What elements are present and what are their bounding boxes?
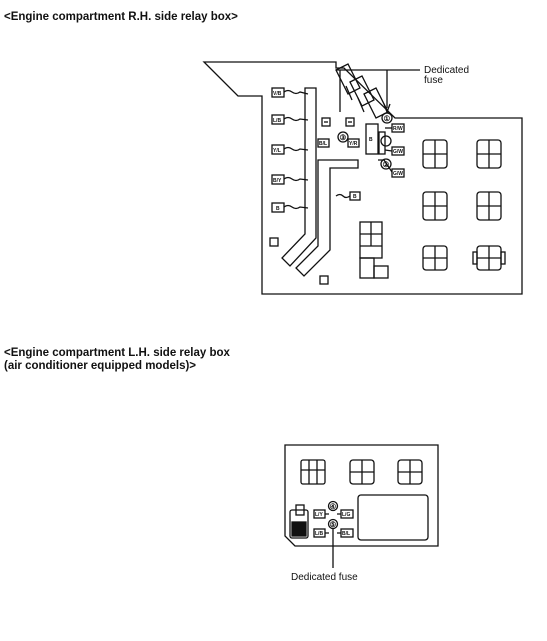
rh-bottom-socket: [319, 275, 329, 285]
lh-relay-3: [397, 459, 423, 485]
rh-wire-label-left-1: V/B: [273, 91, 282, 97]
rh-wire-label-left-2: L/B: [273, 118, 281, 124]
rh-wire-label-left-4: B/Y: [273, 178, 282, 184]
rh-label-box-2: [271, 114, 285, 125]
rh-relay-5: [422, 245, 448, 271]
rh-fuse-number-2: ②: [383, 160, 390, 169]
rh-wire-label-bl: B/L: [319, 141, 327, 147]
rh-wire-label-gw: G/W: [393, 149, 403, 155]
rh-fuse-circle-3: [337, 131, 349, 143]
lh-wire-label-lg: L/G: [342, 512, 350, 518]
lh-wire-label-lt: L/Y: [315, 512, 323, 518]
rh-relay-box-heading: <Engine compartment R.H. side relay box>: [4, 11, 238, 23]
rh-fuse-number-1: ①: [384, 114, 391, 123]
lh-relay-2: [349, 459, 375, 485]
lh-fuse-circle-4: [327, 500, 339, 512]
rh-dedicated-fuse-leader: [336, 69, 420, 114]
rh-relay-2: [476, 139, 502, 169]
rh-fuse-circle-6: [380, 135, 392, 147]
rh-label-box-5: [271, 202, 285, 213]
rh-wire-label-yr: Y/R: [349, 141, 358, 147]
rh-relay-4: [476, 191, 502, 221]
rh-fuse-circle-2: [380, 158, 392, 170]
rh-diagonal-fuse-block: [335, 63, 389, 119]
rh-wire-label-b-small: B: [353, 194, 357, 200]
rh-fuse-socket-2: [345, 117, 355, 127]
lh-relay-1: [300, 459, 326, 485]
rh-wire-label-rw: R/W: [393, 126, 403, 132]
rh-label-box-3: [271, 144, 285, 155]
rh-label-box-gw2: [391, 168, 405, 178]
lh-box-outline: [284, 444, 439, 547]
rh-callout-line-1: Dedicated: [424, 65, 469, 76]
rh-ground-socket: [269, 237, 279, 247]
rh-connector-block: [359, 221, 389, 279]
rh-relay-1: [422, 139, 448, 169]
lh-fuse-number-4: ④: [330, 502, 337, 511]
lh-relay-box-heading-line-1: <Engine compartment L.H. side relay box: [4, 347, 230, 359]
rh-wire-label-b-mid: B: [369, 137, 373, 143]
lh-large-relay: [357, 494, 429, 541]
lh-wire-label-lb: L/B: [315, 531, 323, 537]
lh-callout: Dedicated fuse: [291, 572, 358, 583]
rh-relay-3: [422, 191, 448, 221]
rh-fuse-r-block: [365, 123, 379, 155]
lh-fuse-number-5: ⑤: [330, 520, 337, 529]
rh-wire-label-left-3: Y/L: [273, 148, 281, 154]
lh-relay-box-heading-line-2: (air conditioner equipped models)>: [4, 360, 197, 372]
rh-fuse-socket-1: [321, 117, 331, 127]
rh-fuse-number-3: ③: [340, 133, 347, 142]
rh-box-outline: [202, 61, 523, 295]
rh-wire-label-gw2: G/W: [393, 171, 403, 177]
lh-fuse-block: [289, 504, 309, 539]
rh-harness-channel: [281, 87, 317, 267]
rh-wire-label-left-5: B: [276, 206, 280, 212]
rh-label-box-yr: [347, 138, 360, 148]
rh-label-box-4: [271, 174, 285, 185]
rh-callout-line-2: fuse: [424, 75, 443, 86]
rh-label-box-bl: [317, 138, 330, 148]
lh-wire-label-bl: B/L: [342, 531, 350, 537]
rh-label-box-1: [271, 87, 285, 98]
rh-relay-6: [472, 245, 506, 271]
